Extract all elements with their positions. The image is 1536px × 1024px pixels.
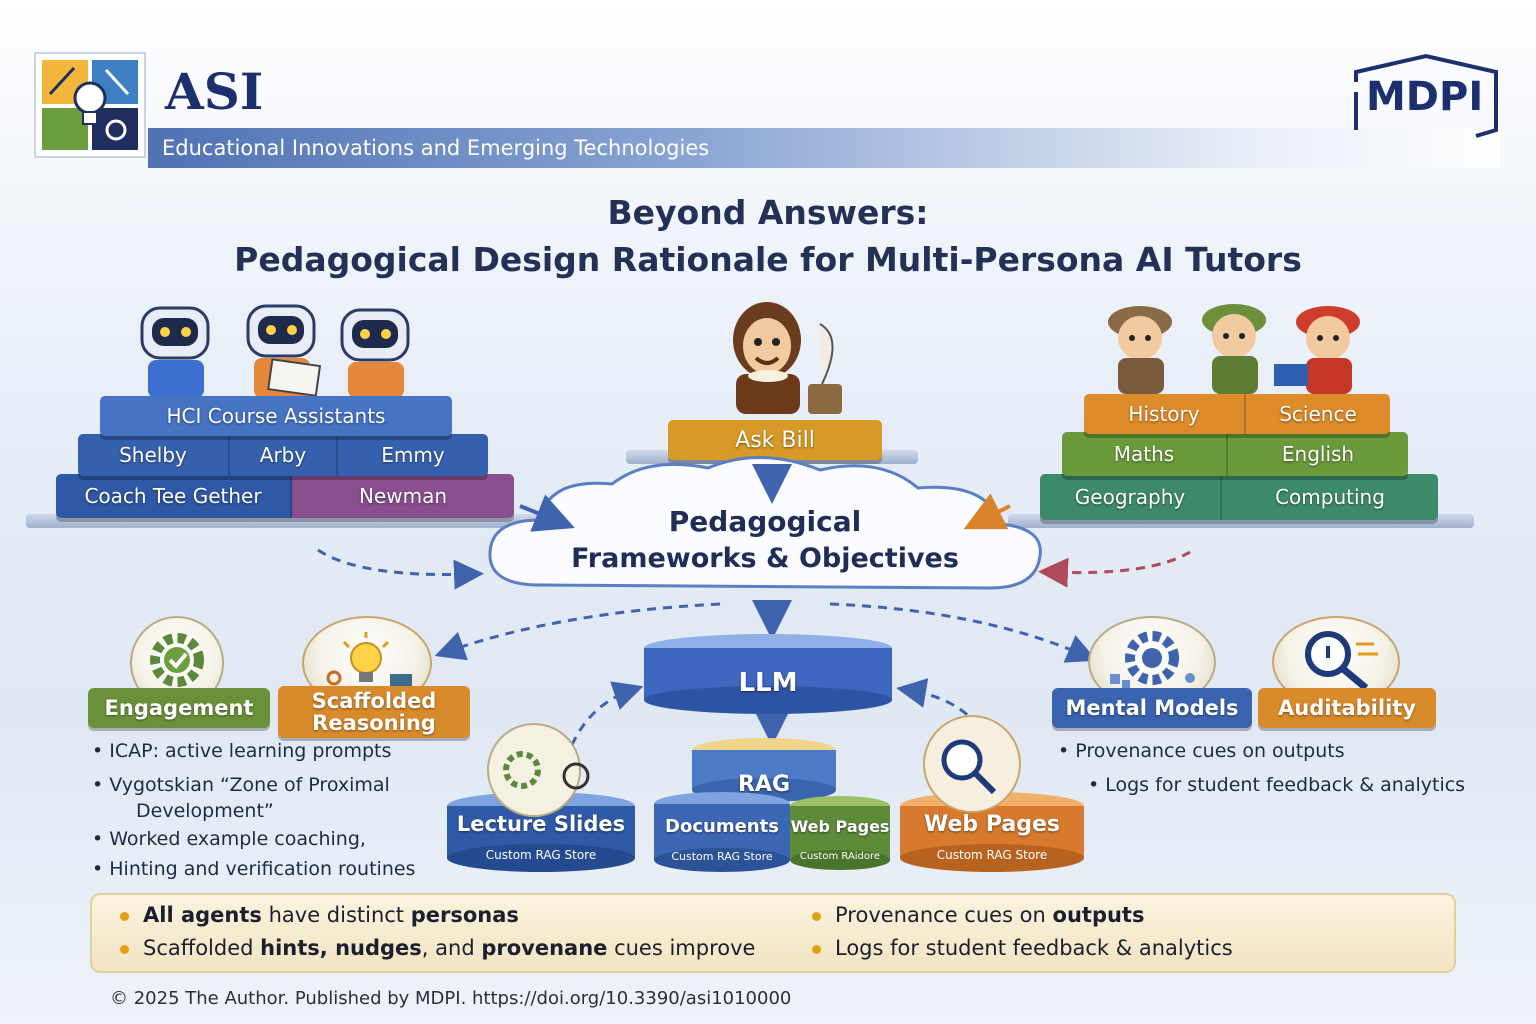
rag-label: RAG [737, 772, 791, 797]
publisher-name: MDPI [1366, 74, 1484, 120]
copyright-footer: © 2025 The Author. Published by MDPI. ht… [110, 988, 792, 1009]
lightbulb-logo-icon [42, 60, 138, 150]
gear-network-icon [1110, 631, 1195, 688]
left-tier-bottom: Coach Tee Gether Newman [56, 474, 514, 518]
header-bar [148, 128, 1500, 168]
summary-right-2: Logs for student feedback & analytics [812, 936, 1233, 960]
gear-check-icon [150, 633, 204, 687]
scaffolded-label: Scaffolded Reasoning [278, 686, 470, 738]
page-title-line2: Pedagogical Design Rationale for Multi-P… [234, 240, 1302, 279]
persona-newman: Newman [292, 474, 514, 518]
right-tier-top: History Science [1084, 394, 1390, 434]
bullet-dot-icon [812, 944, 821, 954]
magnifier-icon [1305, 631, 1378, 691]
summary-right-1: Provenance cues on outputs [812, 903, 1144, 927]
cloud-title-line2: Frameworks & Objectives [571, 543, 959, 574]
mental-models-label: Mental Models [1052, 688, 1252, 728]
left-bullet-2: • Vygotskian “Zone of Proximal [92, 774, 390, 796]
store-webpages-small-title: Web Pages [790, 817, 890, 836]
persona-arby: Arby [230, 434, 338, 476]
left-bullet-2b: Development” [136, 800, 274, 822]
right-bullet-2: • Logs for student feedback & analytics [1088, 774, 1466, 796]
engagement-label: Engagement [88, 688, 270, 728]
left-bullet-1: • ICAP: active learning prompts [92, 740, 392, 762]
persona-coach-tee-gether: Coach Tee Gether [56, 474, 292, 518]
store-documents-title: Documents [665, 816, 779, 837]
store-webpages-small-sub: Custom RAidore [799, 851, 881, 862]
subject-computing: Computing [1275, 485, 1385, 509]
robot-assistants-icon [140, 304, 410, 398]
persona-ask-bill: Ask Bill [668, 420, 882, 460]
left-bullet-3: • Worked example coaching, [92, 828, 366, 850]
cloud-shape [488, 456, 1042, 590]
bullet-dot-icon [120, 944, 129, 954]
left-tier-top: HCI Course Assistants [100, 396, 452, 436]
store-webpages-title: Web Pages [924, 812, 1060, 837]
subject-english: English [1281, 442, 1355, 466]
summary-left-1: All agents have distinct personas [120, 903, 519, 927]
journal-title: ASI [165, 62, 264, 121]
publisher-logo: MDPI [1348, 52, 1504, 140]
right-tier-middle: Maths English [1062, 432, 1408, 476]
bullet-dot-icon [120, 911, 129, 921]
subject-geography: Geography [1040, 474, 1222, 520]
subject-maths: Maths [1062, 432, 1228, 476]
journal-logo [34, 52, 146, 158]
shakespeare-persona-icon [733, 302, 842, 414]
persona-shelby: Shelby [78, 434, 230, 476]
subject-science: Science [1279, 402, 1357, 426]
bullet-dot-icon [812, 911, 821, 921]
cloud-title-line1: Pedagogical [668, 505, 862, 538]
right-tier-bottom: Geography Computing [1040, 474, 1438, 520]
store-webpages-sub: Custom RAG Store [936, 848, 1048, 862]
subject-history: History [1084, 394, 1246, 434]
page-title-line1: Beyond Answers: [607, 193, 929, 232]
left-tier-middle: Shelby Arby Emmy [78, 434, 488, 476]
store-lecture-sub: Custom RAG Store [485, 848, 597, 862]
journal-subtitle: Educational Innovations and Emerging Tec… [162, 136, 710, 160]
persona-emmy: Emmy [381, 443, 445, 467]
summary-box [90, 893, 1456, 973]
right-bullet-1: • Provenance cues on outputs [1058, 740, 1345, 762]
lightbulb-idea-icon [326, 632, 412, 686]
store-lecture-title: Lecture Slides [456, 812, 626, 836]
auditability-label: Auditability [1258, 688, 1436, 728]
subject-tutors-icon [1108, 304, 1360, 394]
summary-left-2: Scaffolded hints, nudges, and provenane … [120, 936, 755, 960]
left-bullet-4: • Hinting and verification routines [92, 858, 416, 880]
llm-label: LLM [738, 668, 798, 698]
store-documents-sub: Custom RAG Store [671, 850, 773, 863]
